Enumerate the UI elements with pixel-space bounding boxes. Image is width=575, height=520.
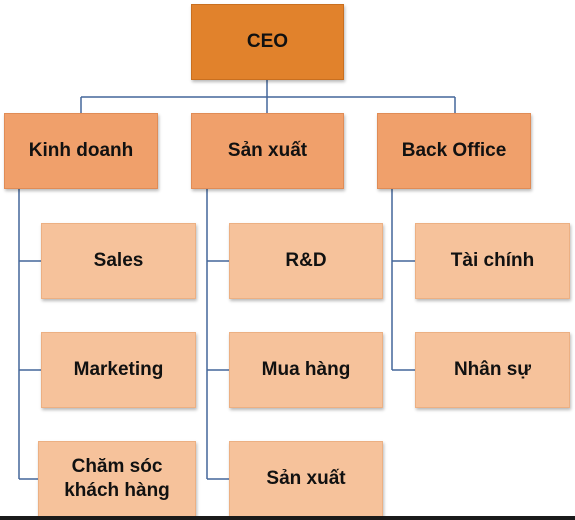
ceo-label: CEO [246, 31, 289, 53]
unit-label: Mua hàng [261, 359, 351, 381]
department-san-xuat: Sản xuất [191, 113, 344, 189]
unit-marketing: Marketing [41, 332, 196, 408]
department-kinh-doanh: Kinh doanh [4, 113, 158, 189]
department-back-office: Back Office [377, 113, 531, 189]
unit-san-xuat: Sản xuất [229, 441, 383, 517]
ceo-box: CEO [191, 4, 344, 80]
department-label: Sản xuất [227, 140, 308, 162]
unit-label: Marketing [73, 359, 164, 381]
unit-label: Tài chính [450, 250, 535, 272]
unit-sales: Sales [41, 223, 196, 299]
unit-label: R&D [285, 250, 327, 272]
unit-cham-soc-khach-hang: Chăm sóc khách hàng [38, 441, 196, 517]
department-label: Back Office [401, 140, 507, 162]
unit-rnd: R&D [229, 223, 383, 299]
unit-label: Chăm sóc khách hàng [64, 456, 170, 501]
unit-mua-hang: Mua hàng [229, 332, 383, 408]
department-label: Kinh doanh [28, 140, 134, 162]
unit-tai-chinh: Tài chính [415, 223, 570, 299]
bottom-border [0, 516, 575, 520]
unit-label: Sales [93, 250, 144, 272]
unit-nhan-su: Nhân sự [415, 332, 570, 408]
unit-label: Nhân sự [453, 359, 532, 381]
unit-label: Sản xuất [266, 468, 346, 490]
